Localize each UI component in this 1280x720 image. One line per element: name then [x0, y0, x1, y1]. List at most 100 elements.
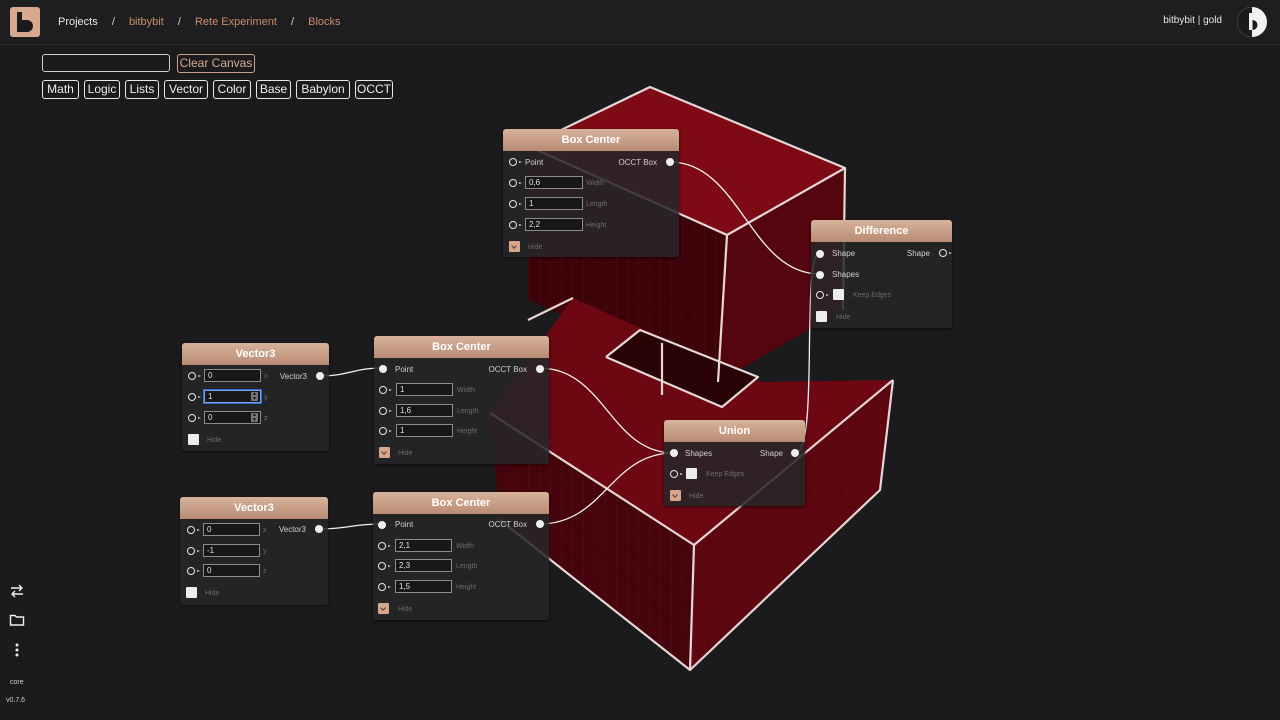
output-socket-occt-box[interactable]	[666, 158, 674, 166]
3d-viewport[interactable]	[0, 45, 1280, 720]
input-socket-height[interactable]	[509, 221, 522, 229]
input-label-point: Point	[525, 158, 544, 167]
hide-label: Hide	[398, 450, 413, 457]
breadcrumb-projects[interactable]: Projects	[58, 16, 98, 28]
input-socket-y[interactable]	[188, 393, 201, 401]
category-vector-button[interactable]: Vector	[164, 80, 208, 99]
node-union[interactable]: Union Shapes Shape Keep Edges Hide	[664, 420, 805, 506]
output-socket-vector3[interactable]	[315, 525, 323, 533]
x-field[interactable]: 0	[204, 369, 261, 382]
clear-canvas-button[interactable]: Clear Canvas	[177, 54, 255, 73]
node-title[interactable]: Difference	[811, 220, 952, 242]
node-vector3-a[interactable]: Vector3 Vector3 0 x 1 ▲▼ y 0 ▲▼ z Hide	[182, 343, 329, 451]
input-socket-length[interactable]	[509, 200, 522, 208]
bitbybit-logo-icon[interactable]	[10, 7, 40, 37]
height-field[interactable]: 1	[396, 424, 453, 437]
breadcrumb-bitbybit[interactable]: bitbybit	[128, 16, 164, 28]
z-value: 0	[208, 413, 213, 422]
input-socket-width[interactable]	[379, 386, 392, 394]
input-socket-shape[interactable]	[816, 250, 824, 258]
input-socket-keep-edges[interactable]	[670, 470, 683, 478]
hide-checkbox[interactable]	[188, 434, 199, 445]
input-socket-length[interactable]	[379, 407, 392, 415]
category-logic-button[interactable]: Logic	[84, 80, 120, 99]
hide-toggle[interactable]	[379, 447, 390, 458]
length-field[interactable]: 1,6	[396, 404, 453, 417]
input-socket-point[interactable]	[379, 365, 387, 373]
node-title[interactable]: Box Center	[373, 492, 549, 514]
category-lists-button[interactable]: Lists	[125, 80, 159, 99]
swap-icon[interactable]	[9, 583, 25, 599]
category-math-button[interactable]: Math	[42, 80, 79, 99]
input-socket-shapes[interactable]	[816, 271, 824, 279]
z-field[interactable]: 0 ▲▼	[204, 411, 261, 424]
node-difference[interactable]: Difference Shape Shape Shapes Keep Edges…	[811, 220, 952, 328]
length-field[interactable]: 2,3	[395, 559, 452, 572]
user-avatar-icon[interactable]	[1237, 7, 1267, 37]
breadcrumb-rete-experiment[interactable]: Rete Experiment	[194, 16, 277, 28]
input-socket-x[interactable]	[188, 372, 201, 380]
node-title[interactable]: Box Center	[503, 129, 679, 151]
node-title[interactable]: Union	[664, 420, 805, 442]
user-name[interactable]: bitbybit | gold	[1163, 15, 1222, 26]
category-base-button[interactable]: Base	[256, 80, 291, 99]
breadcrumb-separator: /	[290, 16, 295, 28]
node-box-center-mid[interactable]: Box Center Point OCCT Box 1 Width 1,6 Le…	[374, 336, 549, 464]
category-color-button[interactable]: Color	[213, 80, 251, 99]
more-vertical-icon[interactable]	[9, 642, 25, 658]
hide-toggle[interactable]	[378, 603, 389, 614]
input-label-shapes: Shapes	[832, 270, 860, 279]
y-spinner-icon[interactable]: ▲▼	[251, 391, 258, 402]
keep-edges-checkbox[interactable]	[686, 468, 697, 479]
input-socket-shapes[interactable]	[670, 449, 678, 457]
keep-edges-checkbox[interactable]	[833, 289, 844, 300]
input-socket-point[interactable]	[378, 521, 386, 529]
input-socket-z[interactable]	[188, 414, 201, 422]
z-field[interactable]: 0	[203, 564, 260, 577]
node-vector3-b[interactable]: Vector3 Vector3 0 x -1 y 0 z Hide	[180, 497, 328, 605]
output-label-vector3: Vector3	[278, 525, 306, 534]
width-field[interactable]: 0,6	[525, 176, 583, 189]
input-socket-x[interactable]	[187, 526, 200, 534]
hide-toggle[interactable]	[509, 241, 520, 252]
node-box-center-bottom[interactable]: Box Center Point OCCT Box 2,1 Width 2,3 …	[373, 492, 549, 620]
input-socket-height[interactable]	[379, 427, 392, 435]
width-field[interactable]: 1	[396, 383, 453, 396]
output-socket-occt-box[interactable]	[536, 365, 544, 373]
input-socket-width[interactable]	[509, 179, 522, 187]
node-title[interactable]: Vector3	[180, 497, 328, 519]
breadcrumb-separator: /	[177, 16, 181, 28]
search-input[interactable]	[42, 54, 170, 72]
input-socket-height[interactable]	[378, 583, 391, 591]
input-socket-z[interactable]	[187, 567, 200, 575]
input-label-shapes: Shapes	[685, 449, 713, 458]
node-editor-canvas[interactable]	[0, 45, 1280, 720]
hide-checkbox[interactable]	[816, 311, 827, 322]
breadcrumb-blocks[interactable]: Blocks	[308, 16, 341, 28]
input-socket-keep-edges[interactable]	[816, 291, 829, 299]
y-field[interactable]: 1 ▲▼	[204, 390, 261, 403]
width-field[interactable]: 2,1	[395, 539, 452, 552]
hide-toggle[interactable]	[670, 490, 681, 501]
height-field[interactable]: 1,5	[395, 580, 452, 593]
category-occt-button[interactable]: OCCT	[355, 80, 393, 99]
category-babylon-button[interactable]: Babylon	[296, 80, 350, 99]
z-spinner-icon[interactable]: ▲▼	[251, 412, 258, 423]
input-socket-point[interactable]	[509, 158, 522, 166]
node-title[interactable]: Box Center	[374, 336, 549, 358]
input-socket-length[interactable]	[378, 562, 391, 570]
length-field[interactable]: 1	[525, 197, 583, 210]
node-box-center-top[interactable]: Box Center Point OCCT Box 0,6 Width 1 Le…	[503, 129, 679, 257]
node-title[interactable]: Vector3	[182, 343, 329, 365]
output-socket-occt-box[interactable]	[536, 520, 544, 528]
output-socket-vector3[interactable]	[316, 372, 324, 380]
output-socket-shape[interactable]	[939, 249, 952, 257]
input-socket-y[interactable]	[187, 547, 200, 555]
folder-icon[interactable]	[9, 612, 25, 628]
output-socket-shape[interactable]	[791, 449, 799, 457]
height-field[interactable]: 2,2	[525, 218, 583, 231]
y-field[interactable]: -1	[203, 544, 260, 557]
hide-checkbox[interactable]	[186, 587, 197, 598]
x-field[interactable]: 0	[203, 523, 260, 536]
input-socket-width[interactable]	[378, 542, 391, 550]
